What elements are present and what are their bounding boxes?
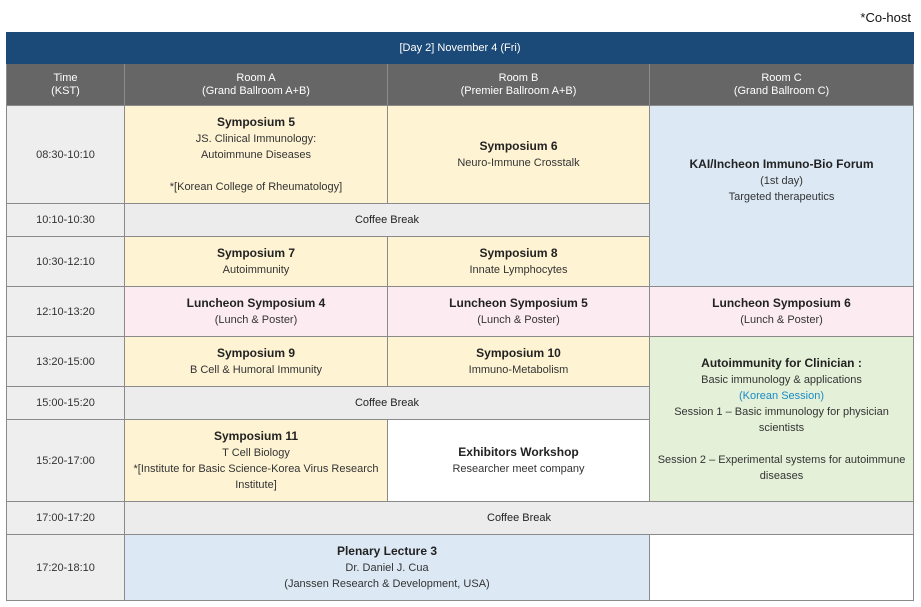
empty-cell [648, 534, 915, 601]
session-symposium-5[interactable]: Symposium 5 JS. Clinical Immunology: Aut… [124, 105, 388, 204]
session-title: Symposium 8 [479, 246, 558, 260]
session-line: Innate Lymphocytes [469, 264, 568, 276]
time-slot: 13:20-15:00 [6, 336, 125, 387]
session-line: Session 1 – Basic immunology for physici… [674, 405, 889, 434]
session-symposium-10[interactable]: Symposium 10 Immuno-Metabolism [387, 336, 650, 387]
col-room-b-sub: (Premier Ballroom A+B) [460, 84, 577, 97]
session-line: (Lunch & Poster) [740, 314, 823, 326]
session-title: Symposium 6 [479, 139, 558, 153]
session-line: JS. Clinical Immunology: [195, 133, 317, 145]
session-line: Immuno-Metabolism [468, 364, 569, 376]
col-header-time: Time(KST) [6, 63, 125, 106]
schedule-table: [Day 2] November 4 (Fri) Time(KST) Room … [5, 32, 915, 601]
time-slot: 15:00-15:20 [6, 386, 125, 420]
session-title: Luncheon Symposium 6 [712, 296, 851, 310]
session-luncheon-5[interactable]: Luncheon Symposium 5 (Lunch & Poster) [387, 286, 650, 337]
session-line: (Lunch & Poster) [214, 314, 298, 326]
time-slot: 15:20-17:00 [6, 419, 125, 502]
session-title: Autoimmunity for Clinician : [701, 355, 862, 370]
time-slot: 17:00-17:20 [6, 501, 125, 535]
session-line: (Janssen Research & Development, USA) [284, 578, 490, 590]
session-title: KAI/Incheon Immuno-Bio Forum [689, 156, 874, 171]
program-schedule: [Day 2] November 4 (Fri) Time(KST) Room … [5, 32, 915, 601]
table-row: 17:20-18:10 Plenary Lecture 3 Dr. Daniel… [6, 534, 915, 601]
day-header-row: [Day 2] November 4 (Fri) [5, 32, 915, 64]
session-kai-forum[interactable]: KAI/Incheon Immuno-Bio Forum (1st day) T… [648, 105, 915, 287]
session-line: B Cell & Humoral Immunity [189, 364, 323, 376]
session-symposium-6[interactable]: Symposium 6 Neuro-Immune Crosstalk [387, 105, 650, 204]
col-room-a-label: Room A [236, 71, 276, 84]
cohost-note: *Co-host [860, 10, 911, 25]
col-room-b-label: Room B [498, 71, 539, 84]
session-line: Autoimmunity [222, 264, 290, 276]
session-title: Symposium 5 [216, 115, 296, 129]
col-room-c-sub: (Grand Ballroom C) [733, 84, 830, 97]
session-line: Dr. Daniel J. Cua [345, 562, 429, 574]
col-room-c-label: Room C [761, 71, 802, 84]
session-line: (1st day) [760, 174, 803, 187]
session-title: Symposium 11 [213, 429, 299, 443]
day-header: [Day 2] November 4 (Fri) [5, 32, 915, 64]
session-exhibitors-workshop[interactable]: Exhibitors Workshop Researcher meet comp… [387, 419, 650, 502]
session-luncheon-4[interactable]: Luncheon Symposium 4 (Lunch & Poster) [124, 286, 388, 337]
session-line: Autoimmune Diseases [200, 149, 312, 161]
session-title: Exhibitors Workshop [458, 445, 579, 459]
session-line: T Cell Biology [222, 447, 290, 459]
cohost-label: *[Korean College of Rheumatology] [169, 181, 343, 193]
session-luncheon-6[interactable]: Luncheon Symposium 6 (Lunch & Poster) [648, 286, 915, 337]
time-slot: 12:10-13:20 [6, 286, 125, 337]
table-row: 13:20-15:00 Symposium 9 B Cell & Humoral… [6, 336, 915, 502]
table-row: 08:30-10:10 Symposium 5 JS. Clinical Imm… [6, 105, 915, 287]
table-row: 15:00-15:20 Coffee Break [6, 386, 914, 420]
session-line: Researcher meet company [452, 463, 585, 475]
time-slot: 10:30-12:10 [6, 236, 125, 287]
col-time-label: Time [53, 71, 78, 84]
session-title: Luncheon Symposium 4 [186, 296, 326, 310]
session-line: Neuro-Immune Crosstalk [457, 157, 580, 169]
col-header-room-a: Room A(Grand Ballroom A+B) [124, 63, 388, 106]
session-line: Basic immunology & applications [701, 373, 862, 386]
session-line: Targeted therapeutics [728, 190, 835, 203]
session-symposium-8[interactable]: Symposium 8 Innate Lymphocytes [387, 236, 650, 287]
coffee-break: Coffee Break [124, 203, 650, 237]
table-row: 17:00-17:20 Coffee Break [6, 501, 915, 535]
time-slot: 17:20-18:10 [6, 534, 125, 601]
table-row: 12:10-13:20 Luncheon Symposium 4 (Lunch … [6, 286, 915, 337]
time-slot: 08:30-10:10 [6, 105, 125, 204]
coffee-break: Coffee Break [124, 386, 650, 420]
time-slot: 10:10-10:30 [6, 203, 125, 237]
coffee-break: Coffee Break [123, 501, 915, 535]
col-header-room-b: Room B(Premier Ballroom A+B) [387, 63, 650, 106]
table-row: 15:20-17:00 Symposium 11 T Cell Biology … [6, 419, 914, 502]
session-autoimmunity-clinician[interactable]: Autoimmunity for Clinician : Basic immun… [648, 336, 915, 502]
session-plenary-lecture-3[interactable]: Plenary Lecture 3 Dr. Daniel J. Cua (Jan… [124, 534, 650, 601]
session-title: Symposium 9 [216, 346, 296, 360]
col-room-a-sub: (Grand Ballroom A+B) [202, 84, 310, 97]
session-symposium-9[interactable]: Symposium 9 B Cell & Humoral Immunity [124, 336, 388, 387]
session-title: Symposium 10 [476, 346, 561, 360]
col-header-room-c: Room C(Grand Ballroom C) [648, 63, 915, 106]
column-header-row: Time(KST) Room A(Grand Ballroom A+B) Roo… [6, 63, 915, 106]
session-title: Plenary Lecture 3 [336, 544, 438, 558]
cohost-label: *[Institute for Basic Science-Korea Viru… [133, 463, 379, 491]
col-time-sub: (KST) [51, 84, 80, 97]
session-title: Luncheon Symposium 5 [449, 296, 588, 310]
table-row: 10:30-12:10 Symposium 7 Autoimmunity Sym… [6, 236, 914, 287]
session-line: Session 2 – Experimental systems for aut… [657, 453, 906, 482]
session-title: Symposium 7 [216, 246, 296, 260]
session-line: (Lunch & Poster) [477, 314, 560, 326]
session-symposium-11[interactable]: Symposium 11 T Cell Biology *[Institute … [124, 419, 388, 502]
session-symposium-7[interactable]: Symposium 7 Autoimmunity [124, 236, 388, 287]
korean-session-label: (Korean Session) [739, 389, 825, 402]
